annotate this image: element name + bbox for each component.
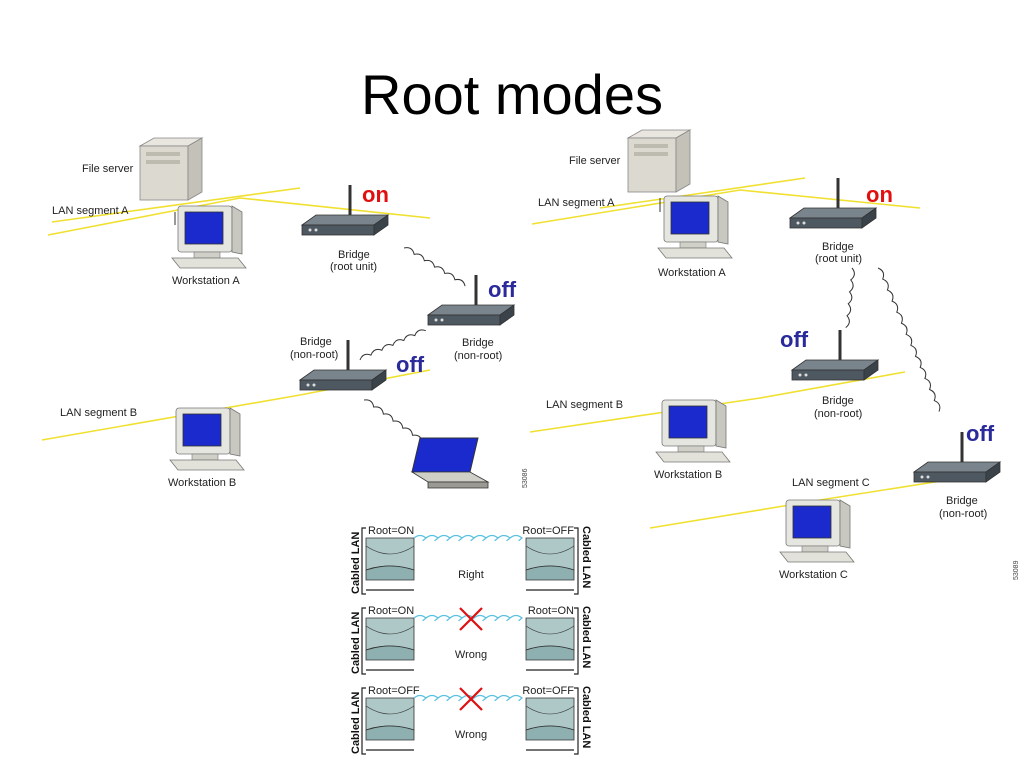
- lan-segment-a-cable: [47, 187, 431, 236]
- cabled-lan-label: Cabled LAN: [580, 686, 592, 748]
- wireless-link-icon: [877, 267, 941, 412]
- cabled-lan-label: Cabled LAN: [580, 526, 592, 588]
- bridge-right-label-2: (non-root): [939, 508, 987, 520]
- cabled-lan-label: Cabled LAN: [350, 612, 362, 674]
- bridge-mid-label-2: (non-root): [814, 408, 862, 420]
- mode-on-label: on: [362, 182, 389, 207]
- page-title: Root modes: [361, 63, 663, 126]
- bridge-root-label-1: Bridge: [338, 249, 370, 261]
- lan-segment-c-label: LAN segment C: [792, 477, 870, 489]
- figure-id: 53089: [1013, 560, 1020, 580]
- wireless-link-icon: [413, 614, 523, 622]
- bridge-left-label-1: Bridge: [300, 336, 332, 348]
- root-config-table: Cabled LAN Cabled LAN Root=ON Root=OFF Right…: [350, 525, 592, 755]
- bridge-box-icon: [525, 697, 575, 741]
- workstation-b-label: Workstation B: [654, 469, 722, 481]
- cabled-lan-label: Cabled LAN: [350, 532, 362, 594]
- wireless-link-icon: [413, 694, 523, 702]
- file-server-label: File server: [569, 155, 621, 167]
- left-root-setting: Root=OFF: [368, 685, 420, 697]
- lan-segment-a-label: LAN segment A: [52, 205, 129, 217]
- bridge-left-label-2: (non-root): [290, 349, 338, 361]
- workstation-b-label: Workstation B: [168, 477, 236, 489]
- config-row: Cabled LAN Cabled LAN Root=ON Root=ON Wrong: [350, 605, 592, 675]
- left-root-setting: Root=ON: [368, 525, 414, 537]
- bridge-box-icon: [525, 537, 575, 581]
- bridge-right-label-1: Bridge: [946, 495, 978, 507]
- config-row: Cabled LAN Cabled LAN Root=OFF Root=OFF Wron…: [350, 685, 592, 755]
- config-row: Cabled LAN Cabled LAN Root=ON Root=OFF Right: [350, 525, 592, 595]
- lan-segment-a-label: LAN segment A: [538, 197, 615, 209]
- wireless-link-icon: [359, 329, 426, 361]
- verdict-label: Right: [458, 569, 484, 581]
- bridge-root-label-2: (root unit): [815, 253, 862, 265]
- bridge-root-label-1: Bridge: [822, 241, 854, 253]
- workstation-a-label: Workstation A: [172, 275, 240, 287]
- workstation-c-label: Workstation C: [779, 569, 848, 581]
- bridge-box-icon: [525, 617, 575, 661]
- bridge-box-icon: [365, 617, 415, 661]
- bridge-mid-label-2: (non-root): [454, 350, 502, 362]
- file-server-icon: [627, 129, 691, 193]
- mode-off-label: off: [966, 421, 995, 446]
- right-root-setting: Root=OFF: [522, 525, 574, 537]
- file-server-icon: [139, 137, 203, 201]
- workstation-b-icon: [169, 407, 245, 471]
- figure-id: 53086: [522, 468, 529, 488]
- lan-segment-b-cable: [529, 371, 906, 433]
- bridge-box-icon: [365, 697, 415, 741]
- invalid-cross-icon: [459, 687, 483, 711]
- bridge-root-label-2: (root unit): [330, 261, 377, 273]
- wireless-link-icon: [413, 534, 523, 542]
- mode-off-label: off: [396, 352, 425, 377]
- cabled-lan-label: Cabled LAN: [350, 692, 362, 754]
- laptop-icon: [411, 437, 489, 489]
- lan-segment-a-cable: [531, 177, 921, 225]
- bridge-mid-label-1: Bridge: [462, 337, 494, 349]
- workstation-a-icon: [171, 205, 247, 269]
- wireless-link-icon: [403, 247, 466, 287]
- wireless-link-icon: [845, 267, 855, 329]
- lan-segment-b-label: LAN segment B: [60, 407, 137, 419]
- cabled-lan-label: Cabled LAN: [580, 606, 592, 668]
- bridge-box-icon: [365, 537, 415, 581]
- workstation-c-icon: [779, 499, 855, 563]
- lan-segment-b-label: LAN segment B: [546, 399, 623, 411]
- mode-on-label: on: [866, 182, 893, 207]
- left-root-setting: Root=ON: [368, 605, 414, 617]
- verdict-label: Wrong: [455, 729, 487, 741]
- workstation-b-icon: [655, 399, 731, 463]
- bridge-mid-label-1: Bridge: [822, 395, 854, 407]
- workstation-a-label: Workstation A: [658, 267, 726, 279]
- file-server-label: File server: [82, 163, 134, 175]
- workstation-a-icon: [657, 195, 733, 259]
- right-root-setting: Root=OFF: [522, 685, 574, 697]
- verdict-label: Wrong: [455, 649, 487, 661]
- mode-off-label: off: [780, 327, 809, 352]
- right-root-setting: Root=ON: [528, 605, 574, 617]
- wireless-link-icon: [363, 399, 423, 443]
- mode-off-label: off: [488, 277, 517, 302]
- invalid-cross-icon: [459, 607, 483, 631]
